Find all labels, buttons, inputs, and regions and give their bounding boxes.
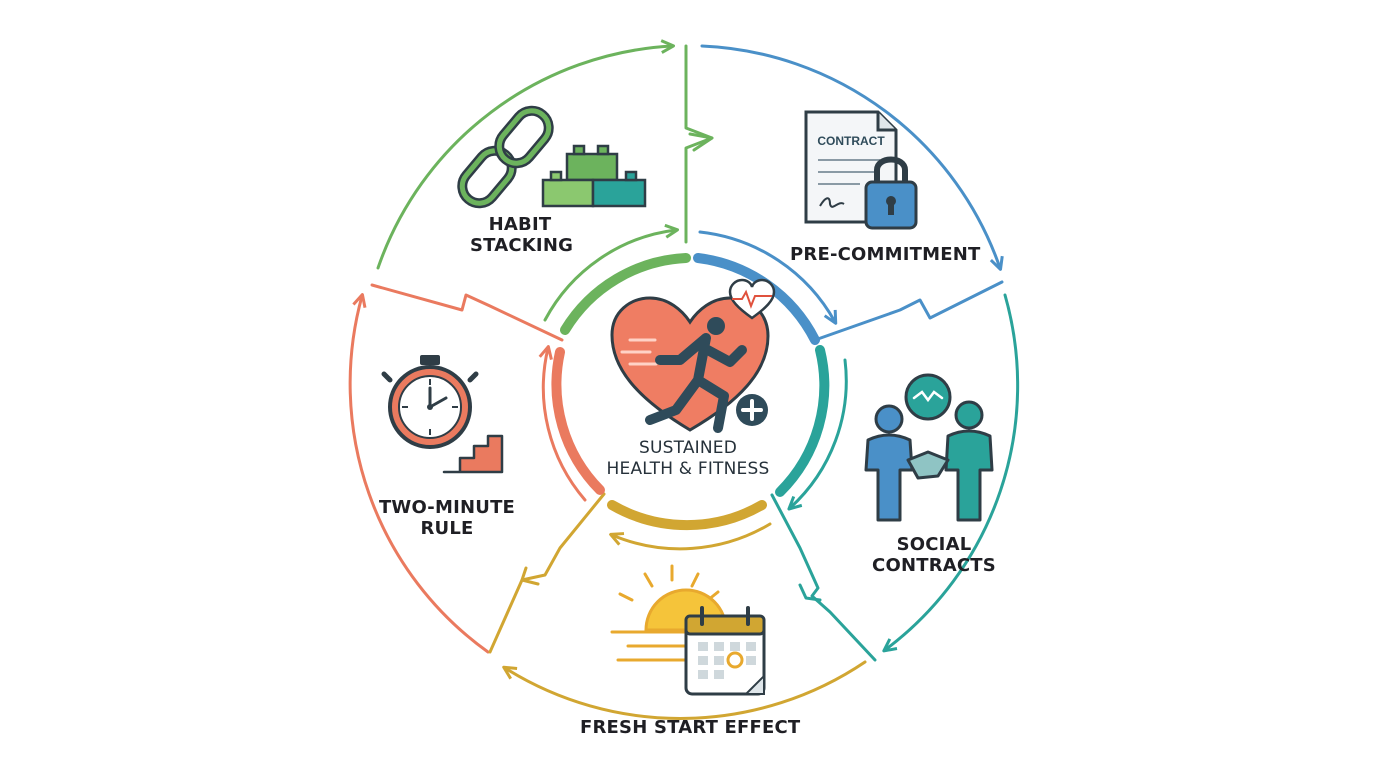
two-minute-rule-line-1: TWO-MINUTE: [378, 497, 516, 518]
habit-stacking-label: HABIT STACKING: [470, 214, 574, 256]
pre-commitment-label: PRE-COMMITMENT: [790, 244, 980, 265]
inner-arc-teal-thin: [787, 358, 848, 511]
inner-arc-gold-thin: [609, 522, 772, 551]
inner-arc-green-thin: [543, 223, 679, 322]
divider-green: [684, 44, 714, 244]
fresh-start-line-1: FRESH START EFFECT: [580, 717, 801, 738]
social-contracts-line-1: SOCIAL: [896, 534, 972, 555]
inner-arc-coral-thin: [538, 345, 587, 502]
contract-title: CONTRACT: [817, 134, 885, 148]
contract-lock-icon: CONTRACT: [804, 110, 918, 230]
inner-arc-teal-thick: [775, 345, 830, 497]
radial-dividers: [370, 44, 1004, 662]
social-contracts-line-2: CONTRACTS: [872, 555, 996, 576]
outer-arc-gold: [502, 660, 867, 720]
inner-arc-coral-thick: [551, 347, 605, 495]
center-line-2: HEALTH & FITNESS: [606, 459, 770, 479]
inner-arc-green-thick: [560, 253, 691, 335]
outer-arc-coral: [348, 293, 490, 654]
stopwatch-stairs-icon: [381, 355, 504, 474]
outer-arc-green: [376, 39, 675, 270]
two-minute-rule-label: TWO-MINUTE RULE: [376, 497, 518, 539]
divider-blue: [813, 280, 1004, 342]
divider-coral: [370, 283, 564, 342]
habit-stacking-line-2: STACKING: [470, 235, 574, 256]
social-contracts-label: SOCIAL CONTRACTS: [868, 534, 1000, 576]
divider-teal: [770, 493, 877, 662]
outer-arc-blue: [700, 44, 1004, 271]
inner-arc-blue-thin: [698, 230, 838, 325]
center-line-1: SUSTAINED: [638, 438, 738, 458]
heart-runner-icon: [610, 278, 776, 433]
divider-gold: [488, 492, 606, 654]
habit-stacking-line-1: HABIT: [488, 214, 552, 235]
outer-arc-teal: [882, 293, 1020, 653]
sun-calendar-icon: [610, 564, 766, 696]
outer-ring: [348, 39, 1020, 720]
inner-arc-gold-thick: [607, 500, 767, 531]
fresh-start-label: FRESH START EFFECT: [580, 717, 801, 738]
two-minute-rule-line-2: RULE: [420, 518, 474, 539]
inner-ring: [538, 223, 848, 551]
pre-commitment-line-1: PRE-COMMITMENT: [790, 244, 981, 265]
handshake-people-icon: [864, 373, 994, 522]
center-label: SUSTAINED HEALTH & FITNESS: [598, 438, 778, 480]
chain-link-blocks-icon: [457, 105, 647, 209]
